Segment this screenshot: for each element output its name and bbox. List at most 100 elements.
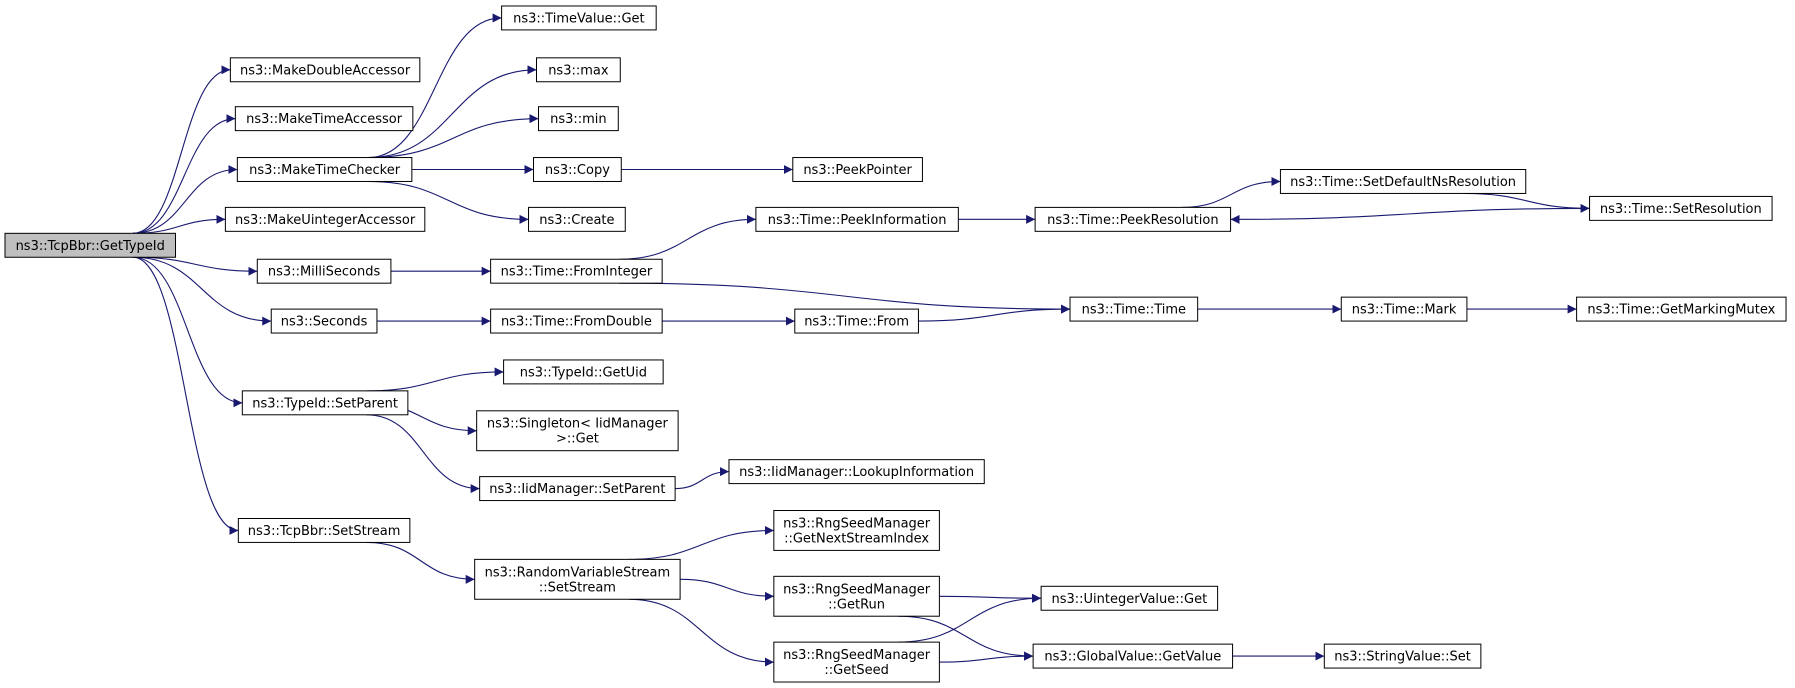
node-box <box>229 57 421 83</box>
node-label: ns3::RngSeedManager <box>783 648 931 663</box>
node-box <box>773 641 940 683</box>
node-globalGetValue[interactable]: ns3::GlobalValue::GetValue <box>1032 643 1234 669</box>
edges-layer <box>132 13 1590 667</box>
node-makeDouble[interactable]: ns3::MakeDoubleAccessor <box>229 57 421 83</box>
node-box <box>1040 585 1219 611</box>
node-getTypeId[interactable]: ns3::TcpBbr::GetTypeId <box>4 232 177 258</box>
node-label: ns3::Time::FromInteger <box>501 265 653 280</box>
edge-getTypeId-to-makeDouble <box>132 65 231 234</box>
node-makeTimeAcc[interactable]: ns3::MakeTimeAccessor <box>234 106 414 132</box>
node-label: ns3::GlobalValue::GetValue <box>1044 650 1221 665</box>
node-timeFrom[interactable]: ns3::Time::From <box>794 308 919 334</box>
node-max[interactable]: ns3::max <box>536 57 621 83</box>
node-setStream[interactable]: ns3::TcpBbr::SetStream <box>237 517 411 543</box>
node-label: ns3::PeekPointer <box>803 163 912 178</box>
node-box <box>536 57 621 83</box>
edge-getSeed-to-globalGetValue <box>939 651 1034 663</box>
node-label: ns3::Time::From <box>804 315 909 330</box>
node-iidSetParent[interactable]: ns3::IidManager::SetParent <box>479 476 676 502</box>
node-min[interactable]: ns3::min <box>538 106 619 132</box>
node-label: ns3::RandomVariableStream <box>485 565 671 580</box>
node-label: ::GetRun <box>828 597 885 612</box>
node-label: >::Get <box>556 432 599 447</box>
node-timeTime[interactable]: ns3::Time::Time <box>1069 296 1199 322</box>
edge-timeFrom-to-timeTime <box>918 304 1071 322</box>
node-label: ns3::Time::SetResolution <box>1600 202 1762 217</box>
edge-getTypeId-to-setStream <box>132 256 239 535</box>
node-label: ns3::IidManager::SetParent <box>489 482 665 497</box>
node-peekPointer[interactable]: ns3::PeekPointer <box>792 157 923 182</box>
node-box <box>1323 643 1482 669</box>
node-box <box>474 558 681 600</box>
node-box <box>1034 206 1232 232</box>
node-box <box>237 517 411 543</box>
edge-makeTimeChecker-to-max <box>368 65 537 159</box>
node-label: ns3::Copy <box>545 163 610 178</box>
node-box <box>1340 296 1468 322</box>
node-box <box>773 510 940 551</box>
node-fromInteger[interactable]: ns3::Time::FromInteger <box>490 258 663 284</box>
node-setResolution[interactable]: ns3::Time::SetResolution <box>1589 195 1773 221</box>
node-getMarkingMutex[interactable]: ns3::Time::GetMarkingMutex <box>1576 296 1787 322</box>
edge-getTypeId-to-makeTimeAcc <box>132 114 236 234</box>
node-getSeed[interactable]: ns3::RngSeedManager::GetSeed <box>773 641 940 683</box>
node-milliSeconds[interactable]: ns3::MilliSeconds <box>256 258 392 284</box>
node-seconds[interactable]: ns3::Seconds <box>270 308 378 334</box>
node-box <box>234 106 414 132</box>
node-peekInformation[interactable]: ns3::Time::PeekInformation <box>755 206 959 232</box>
node-peekResolution[interactable]: ns3::Time::PeekResolution <box>1034 206 1232 232</box>
node-label: ns3::Time::PeekResolution <box>1047 213 1218 228</box>
node-label: ns3::Time::Time <box>1082 303 1186 318</box>
node-copy[interactable]: ns3::Copy <box>533 157 622 182</box>
edge-getTypeId-to-milliSeconds <box>132 256 258 276</box>
node-fromDouble[interactable]: ns3::Time::FromDouble <box>490 308 663 334</box>
node-create[interactable]: ns3::Create <box>528 206 626 232</box>
node-makeTimeChecker[interactable]: ns3::MakeTimeChecker <box>236 157 413 182</box>
edge-rvsSetStream-to-getSeed <box>628 598 774 667</box>
node-box <box>1069 296 1199 322</box>
node-getNextStream[interactable]: ns3::RngSeedManager::GetNextStreamIndex <box>773 510 940 551</box>
node-box <box>1576 296 1787 322</box>
node-box <box>224 206 426 232</box>
node-label: ns3::TypeId::SetParent <box>252 396 398 411</box>
node-label: ns3::MilliSeconds <box>268 265 381 280</box>
node-label: ns3::max <box>548 63 609 78</box>
node-box <box>538 106 619 132</box>
nodes-layer: ns3::TcpBbr::GetTypeId ns3::MakeDoubleAcc… <box>4 5 1787 683</box>
edge-setParent-to-iidSetParent <box>366 414 480 494</box>
edge-getTypeId-to-setParent <box>132 256 243 408</box>
node-label: ns3::TypeId::GetUid <box>520 365 647 380</box>
node-label: ns3::TimeValue::Get <box>513 11 645 26</box>
node-lookupInfo[interactable]: ns3::IidManager::LookupInformation <box>728 459 985 485</box>
edge-setParent-to-getUid <box>366 367 504 392</box>
node-stringSet[interactable]: ns3::StringValue::Set <box>1323 643 1482 669</box>
node-box <box>1589 195 1773 221</box>
node-singletonGet[interactable]: ns3::Singleton< IidManager>::Get <box>476 410 679 452</box>
edge-getRun-to-globalGetValue <box>897 615 1034 661</box>
node-getRun[interactable]: ns3::RngSeedManager::GetRun <box>773 575 940 617</box>
node-setDefaultNs[interactable]: ns3::Time::SetDefaultNsResolution <box>1279 169 1527 194</box>
node-rvsSetStream[interactable]: ns3::RandomVariableStream::SetStream <box>474 558 681 600</box>
node-box <box>236 157 413 182</box>
edge-getSeed-to-uintegerGet <box>897 593 1042 643</box>
node-uintegerGet[interactable]: ns3::UintegerValue::Get <box>1040 585 1219 611</box>
node-label: ns3::UintegerValue::Get <box>1051 592 1207 607</box>
edge-makeTimeChecker-to-min <box>368 114 539 159</box>
node-label: ns3::Time::GetMarkingMutex <box>1587 303 1775 318</box>
node-label: ns3::min <box>550 112 607 127</box>
edge-fromInteger-to-timeTime <box>619 282 1071 314</box>
node-label: ns3::RngSeedManager <box>783 582 931 597</box>
node-box <box>528 206 626 232</box>
node-box <box>773 575 940 617</box>
node-makeUinteger[interactable]: ns3::MakeUintegerAccessor <box>224 206 426 232</box>
node-label: ns3::TcpBbr::GetTypeId <box>16 239 165 254</box>
node-box <box>241 390 409 416</box>
edge-iidSetParent-to-lookupInfo <box>675 467 729 490</box>
node-label: ::SetStream <box>539 580 616 595</box>
node-setParent[interactable]: ns3::TypeId::SetParent <box>241 390 409 416</box>
node-timeMark[interactable]: ns3::Time::Mark <box>1340 296 1468 322</box>
node-timeValueGet[interactable]: ns3::TimeValue::Get <box>501 5 657 31</box>
edge-rvsSetStream-to-getNextStream <box>628 525 774 560</box>
node-getUid[interactable]: ns3::TypeId::GetUid <box>503 359 664 385</box>
edge-getRun-to-uintegerGet <box>939 593 1042 603</box>
